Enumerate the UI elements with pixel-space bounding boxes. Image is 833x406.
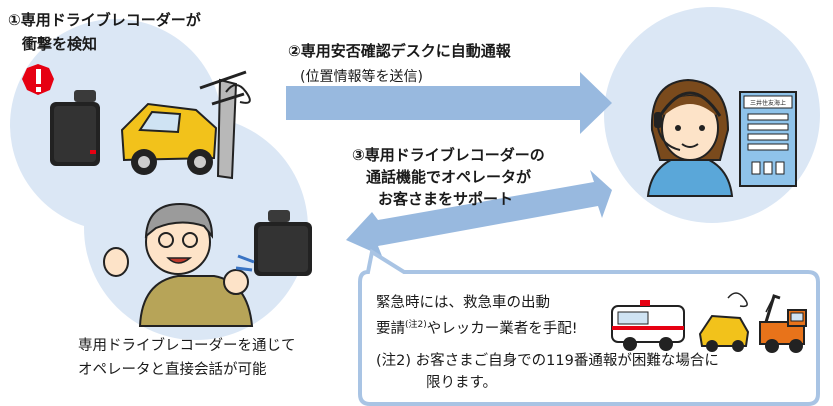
crashed-car-icon — [120, 102, 218, 175]
customer-caption-line1: 専用ドライブレコーダーを通じて — [78, 338, 296, 354]
infobox-line2-pre: 要請 — [376, 320, 405, 337]
utility-pole-icon — [199, 70, 251, 180]
infobox-line2: 要請(注2)やレッカー業者を手配! — [376, 314, 578, 340]
step3-line1: ③専用ドライブレコーダーの — [352, 146, 545, 164]
arrow-to-desk — [286, 72, 612, 134]
infobox-note-line1: (注2) お客さまご自身での119番通報が困難な場合に — [376, 353, 719, 369]
step2-subtitle: (位置情報等を送信) — [300, 69, 423, 85]
building-icon: 三井住友海上 — [739, 91, 797, 187]
step3-label: ③専用ドライブレコーダーの 通話機能でオペレータが お客さまをサポート — [352, 144, 545, 210]
step1-line2: 衝撃を検知 — [22, 35, 98, 53]
dashcam-icon — [50, 90, 100, 166]
building-sign-text: 三井住友海上 — [750, 99, 786, 107]
ambulance-icon — [611, 300, 685, 351]
man-icon — [103, 202, 254, 327]
tow-truck-icon — [759, 294, 807, 353]
customer-caption: 専用ドライブレコーダーを通じて オペレータと直接会話が可能 — [78, 334, 296, 382]
arrow-to-customer — [346, 170, 612, 256]
small-car-icon — [698, 292, 750, 352]
alert-icon — [22, 64, 54, 95]
customer-caption-line2: オペレータと直接会話が可能 — [78, 362, 267, 378]
dashcam-icon-2 — [235, 210, 312, 276]
infobox-note-line2: 限ります。 — [426, 375, 498, 391]
step1-label: ①専用ドライブレコーダーが 衝撃を検知 — [8, 8, 201, 56]
infobox-note-ref: (注2) — [405, 320, 427, 330]
step2-title: ②専用安否確認デスクに自動通報 — [288, 42, 511, 60]
step3-line2: 通話機能でオペレータが — [366, 168, 532, 186]
operator-icon — [646, 78, 734, 197]
infobox-line2-post: やレッカー業者を手配! — [426, 320, 578, 337]
step3-line3: お客さまをサポート — [378, 190, 514, 208]
info-box — [358, 248, 820, 406]
infobox-line1: 緊急時には、救急車の出動 — [376, 295, 550, 311]
step1-line1: ①専用ドライブレコーダーが — [8, 11, 201, 29]
infobox-footnote: (注2) お客さまご自身での119番通報が困難な場合に 限ります。 — [376, 350, 719, 394]
infobox-main-text: 緊急時には、救急車の出動 要請(注2)やレッカー業者を手配! — [376, 292, 578, 340]
